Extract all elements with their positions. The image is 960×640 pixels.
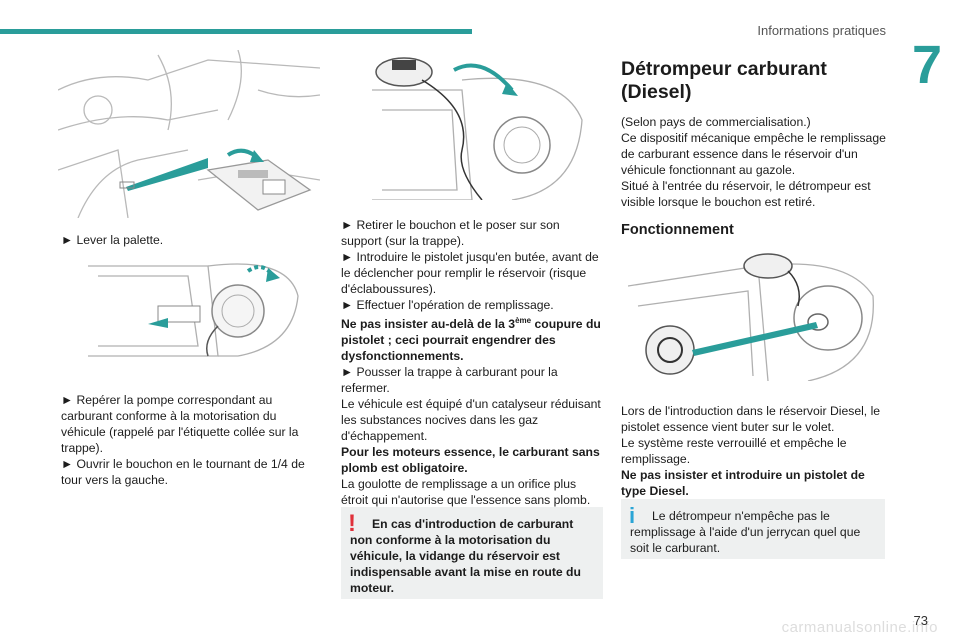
step-open-cap: ► Ouvrir le bouchon en le tournant de 1/… — [61, 457, 305, 487]
warning-box: ! En cas d'introduction de carburant non… — [341, 507, 603, 599]
col2-instructions: ► Retirer le bouchon et le poser sur son… — [341, 217, 603, 508]
header-accent-bar — [0, 29, 472, 34]
exclamation-icon: ! — [348, 510, 356, 537]
subsection-heading: Fonctionnement — [621, 222, 734, 238]
chapter-number: 7 — [911, 35, 942, 95]
watermark: carmanualsonline.info — [781, 619, 938, 636]
page-number: 73 — [913, 613, 928, 628]
step-close-door: ► Pousser la trappe à carburant pour la … — [341, 365, 558, 396]
col3-content: Détrompeur carburant (Diesel) (Selon pay… — [621, 58, 891, 238]
section-title: Informations pratiques — [757, 23, 886, 38]
warning-text: En cas d'introduction de carburant non c… — [350, 517, 581, 595]
function-warning: Ne pas insister et introduire un pistole… — [621, 468, 865, 498]
info-icon: i — [629, 503, 636, 528]
function-text-2: Le système reste verrouillé et empêche l… — [621, 436, 847, 466]
unleaded-mandatory: Pour les moteurs essence, le carburant s… — [341, 445, 600, 476]
warning-third-cutoff: Ne pas insister au-delà de la 3ème coupu… — [341, 316, 601, 364]
figure-misfuel-device — [628, 246, 880, 381]
info-text: Le détrompeur n'empêche pas le remplissa… — [630, 509, 861, 555]
device-location: Situé à l'entrée du réservoir, le détrom… — [621, 179, 871, 209]
step-find-pump: ► Repérer la pompe correspondant au carb… — [61, 393, 299, 455]
step-insert-nozzle: ► Introduire le pistolet jusqu'en butée,… — [341, 250, 599, 296]
step-fill: ► Effectuer l'opération de remplissage. — [341, 298, 554, 312]
info-box: i Le détrompeur n'empêche pas le remplis… — [621, 499, 885, 559]
catalyst-note: Le véhicule est équipé d'un catalyseur r… — [341, 397, 601, 444]
function-text-1: Lors de l'introduction dans le réservoir… — [621, 404, 881, 434]
country-note: (Selon pays de commercialisation.) — [621, 115, 811, 129]
step-lift-lever: ► Lever la palette. — [61, 233, 164, 247]
section-heading: Détrompeur carburant (Diesel) — [621, 58, 827, 103]
step-remove-cap: ► Retirer le bouchon et le poser sur son… — [341, 218, 560, 248]
filler-neck-note: La goulotte de remplissage a un orifice … — [341, 477, 591, 508]
col3-function: Lors de l'introduction dans le réservoir… — [621, 403, 891, 499]
figure-cap-removed — [362, 50, 588, 200]
figure-fuel-lever — [58, 50, 320, 218]
col1-instructions: ► Repérer la pompe correspondant au carb… — [61, 392, 309, 488]
figure-fuel-door-cap — [88, 256, 300, 366]
device-description: Ce dispositif mécanique empêche le rempl… — [621, 131, 886, 177]
